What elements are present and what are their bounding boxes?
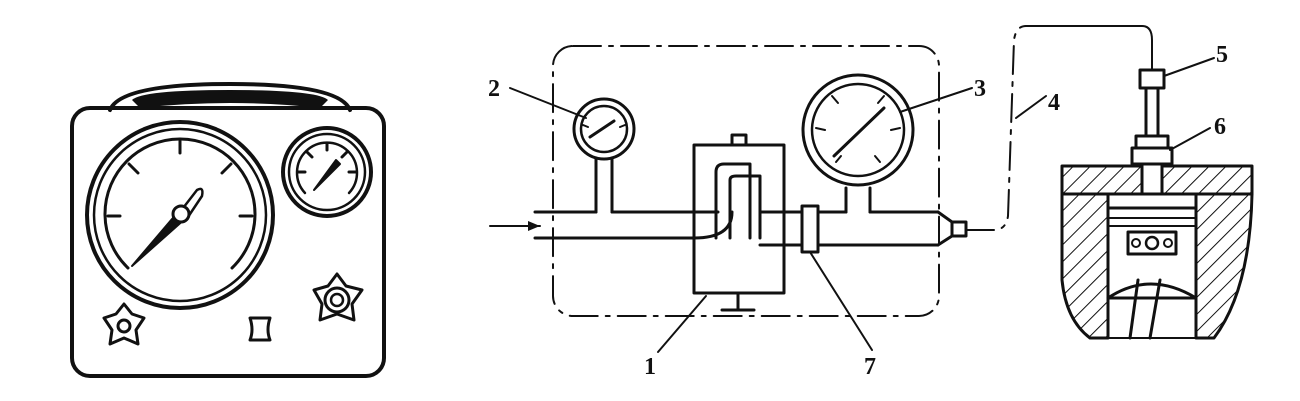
callout-7: 7 <box>864 354 876 380</box>
gauge-2 <box>572 97 636 214</box>
tester-schematic <box>489 25 1027 317</box>
callout-1: 1 <box>644 354 656 380</box>
tester-instrument <box>70 82 386 378</box>
callout-2: 2 <box>488 76 500 102</box>
gauge-3 <box>801 73 915 214</box>
callout-6: 6 <box>1214 114 1226 140</box>
tester-handle <box>108 82 352 112</box>
adapter-5 <box>1138 68 1166 138</box>
callout-4: 4 <box>1048 90 1060 116</box>
regulator-body <box>692 133 786 312</box>
tester-small-gauge <box>281 126 373 218</box>
connecting-rod <box>1106 278 1198 340</box>
tester-handle-grip <box>132 90 328 108</box>
callout-labels: 2 3 4 5 6 1 7 <box>488 42 1228 380</box>
cylinder-head <box>1060 164 1254 196</box>
callout-3: 3 <box>974 76 986 102</box>
piston <box>1106 206 1198 300</box>
cylinder-wall-left <box>1060 192 1110 340</box>
tester-main-gauge <box>85 120 275 310</box>
tester-knob-right[interactable] <box>312 272 364 322</box>
hose-4 <box>1025 25 1153 71</box>
leader-lines <box>509 57 1215 353</box>
tester-case <box>70 106 386 378</box>
tester-boundary <box>552 45 940 317</box>
coupling-7 <box>800 204 820 254</box>
cylinder-wall-right <box>1194 192 1254 340</box>
main-pipe <box>533 25 1027 247</box>
cylinder-assembly <box>1025 25 1254 340</box>
tester-square-button[interactable] <box>248 316 272 342</box>
callout-5: 5 <box>1216 42 1228 68</box>
tester-knob-left[interactable] <box>102 302 146 346</box>
